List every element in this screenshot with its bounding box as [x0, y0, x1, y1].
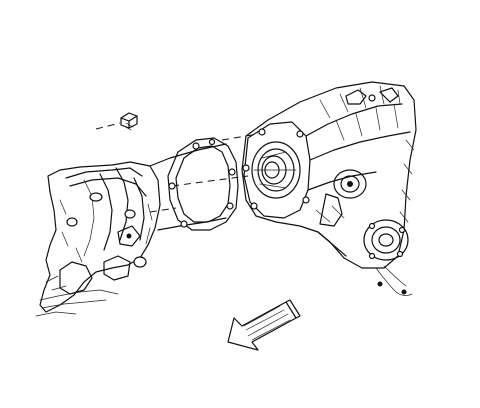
- bolt-icon: [120, 112, 138, 131]
- transmission-housing-icon: [35, 143, 227, 317]
- gasket-icon: [167, 137, 239, 231]
- center-alignment-line: [171, 175, 249, 187]
- direction-arrow-icon: [227, 299, 301, 351]
- bolt-alignment-line: [95, 122, 121, 130]
- transfer-case-icon: [241, 81, 417, 296]
- lower-alignment-line: [149, 207, 177, 213]
